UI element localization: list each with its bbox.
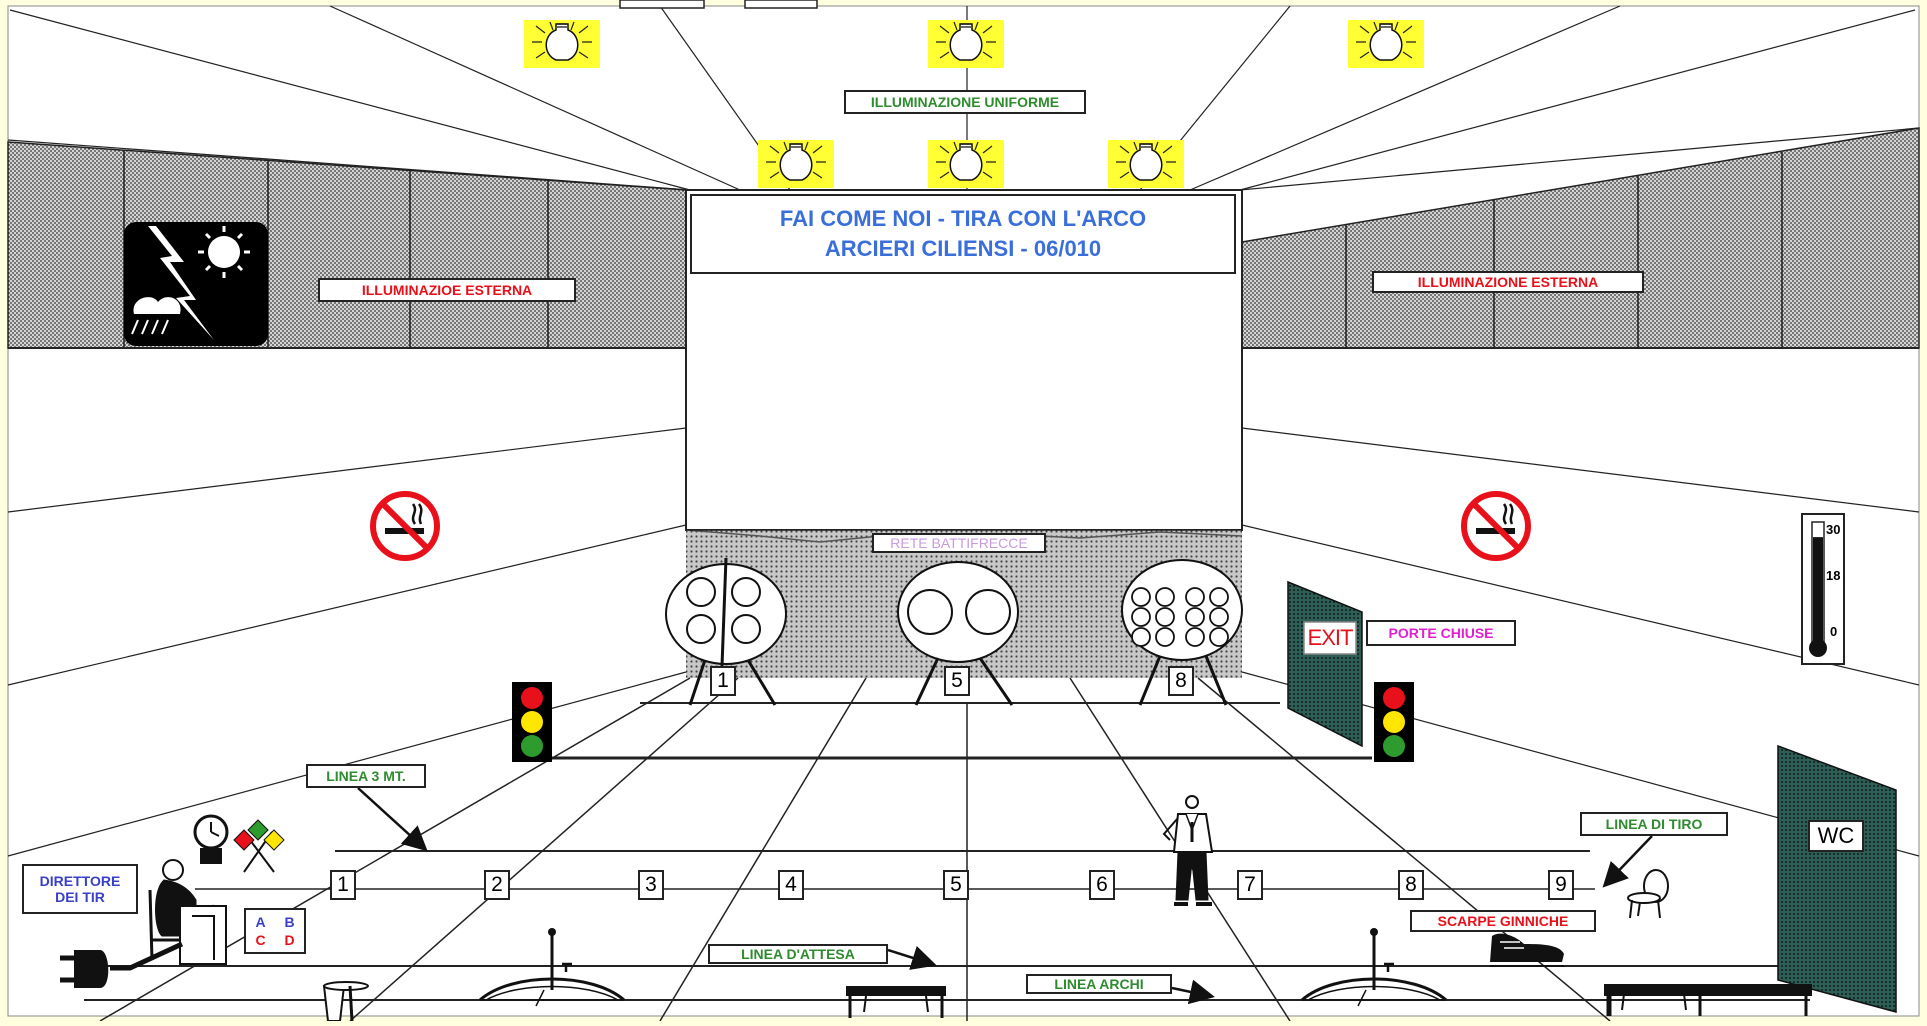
target-number-5: 5 — [944, 666, 970, 696]
abcd-b: B — [275, 914, 304, 930]
light-bulb-icon — [928, 140, 1004, 188]
banner-line-2: ARCIERI CILIENSI - 06/010 — [825, 234, 1101, 264]
label-rete-battifrecce: RETE BATTIFRECCE — [872, 533, 1046, 553]
traffic-light-icon — [512, 682, 552, 762]
label-illuminazione-esterna-left: ILLUMINAZIOE ESTERNA — [318, 278, 576, 302]
wc-sign: WC — [1808, 820, 1864, 852]
label-porte-chiuse: PORTE CHIUSE — [1366, 620, 1516, 646]
thermometer-mark: 0 — [1830, 624, 1837, 639]
thermometer-mark: 30 — [1826, 522, 1840, 537]
position-number: 3 — [638, 870, 664, 900]
label-scarpe-ginniche: SCARPE GINNICHE — [1410, 910, 1596, 932]
light-bulb-icon — [1108, 140, 1184, 188]
light-bulb-icon — [1348, 20, 1424, 68]
direttore-line-1: DIRETTORE — [40, 873, 121, 889]
light-bulb-icon — [524, 20, 600, 68]
no-smoking-icon — [373, 494, 437, 558]
label-linea-archi: LINEA ARCHI — [1026, 974, 1172, 994]
banner-line-1: FAI COME NOI - TIRA CON L'ARCO — [780, 204, 1146, 234]
thermometer-mark: 18 — [1826, 568, 1840, 583]
no-smoking-icon — [1464, 494, 1528, 558]
light-bulb-icon — [758, 140, 834, 188]
position-number: 8 — [1398, 870, 1424, 900]
ceiling-fixture — [745, 0, 817, 8]
abcd-d: D — [275, 932, 304, 948]
label-direttore-dei-tir: DIRETTORE DEI TIR — [22, 864, 138, 914]
target-number-1: 1 — [710, 666, 736, 696]
exit-text: EXIT — [1306, 624, 1354, 652]
position-number: 5 — [943, 870, 969, 900]
label-illuminazione-esterna-right: ILLUMINAZIONE ESTERNA — [1372, 271, 1644, 293]
position-number: 4 — [778, 870, 804, 900]
label-illuminazione-uniforme: ILLUMINAZIONE UNIFORME — [844, 90, 1086, 114]
label-linea-attesa: LINEA D'ATTESA — [708, 944, 888, 964]
traffic-light-icon — [1374, 682, 1414, 762]
label-linea-di-tiro: LINEA DI TIRO — [1580, 812, 1728, 836]
abcd-board: A B C D — [244, 908, 306, 954]
position-number: 2 — [484, 870, 510, 900]
position-number: 9 — [1548, 870, 1574, 900]
position-number: 7 — [1237, 870, 1263, 900]
title-banner: FAI COME NOI - TIRA CON L'ARCO ARCIERI C… — [690, 194, 1236, 274]
ceiling-fixture — [620, 0, 704, 8]
label-linea-3mt: LINEA 3 MT. — [306, 764, 426, 788]
wc-door — [1778, 746, 1896, 1012]
position-number: 1 — [330, 870, 356, 900]
direttore-line-2: DEI TIR — [55, 889, 105, 905]
position-number: 6 — [1089, 870, 1115, 900]
light-bulb-icon — [928, 20, 1004, 68]
target-number-8: 8 — [1168, 666, 1194, 696]
abcd-c: C — [246, 932, 275, 948]
weather-icon — [124, 222, 268, 346]
abcd-a: A — [246, 914, 275, 930]
